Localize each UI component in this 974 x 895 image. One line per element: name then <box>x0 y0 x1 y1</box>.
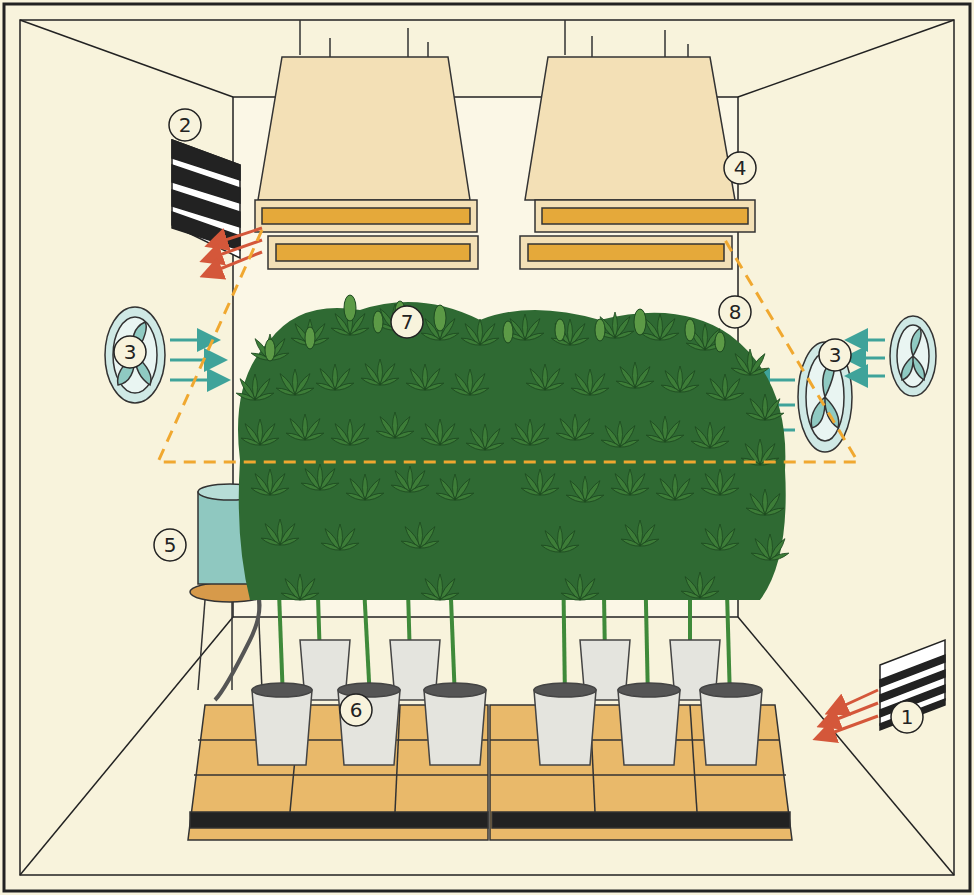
callout-number: 1 <box>890 700 924 734</box>
exhaust-vent <box>172 140 240 258</box>
grow-light-right <box>520 57 755 269</box>
callout-number: 8 <box>718 295 752 329</box>
callout-number: 2 <box>168 108 202 142</box>
hot-air-arrows <box>205 228 878 738</box>
dashed-light-footprint <box>158 230 858 462</box>
callout-number: 4 <box>723 151 757 185</box>
callout-number: 3 <box>818 338 852 372</box>
plant-pots <box>252 640 762 765</box>
room-walls <box>4 4 970 891</box>
callout-number: 5 <box>153 528 187 562</box>
flower-tops <box>265 295 725 361</box>
light-wires <box>300 20 688 58</box>
plant-canopy <box>236 302 790 602</box>
callout-number: 6 <box>339 693 373 727</box>
grow-light-left <box>255 57 478 269</box>
callout-circles <box>114 109 923 733</box>
callout-number: 3 <box>113 335 147 369</box>
callout-number: 7 <box>390 305 424 339</box>
